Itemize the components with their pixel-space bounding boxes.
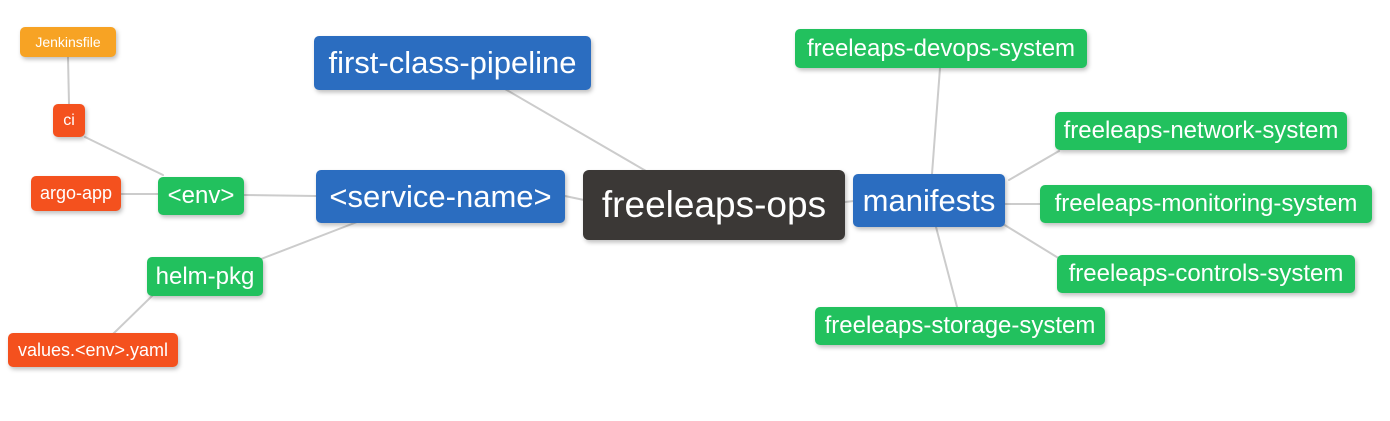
edge-helm-pkg-values	[112, 294, 154, 335]
edge-jenkinsfile-ci	[67, 56, 70, 105]
edge-manifests-devops	[931, 67, 941, 175]
node-ci[interactable]: ci	[53, 104, 85, 137]
node-jenkinsfile[interactable]: Jenkinsfile	[20, 27, 116, 57]
edge-manifests-controls	[1002, 223, 1061, 260]
edge-service-name-helm-pkg	[260, 221, 358, 260]
node-service-name[interactable]: <service-name>	[316, 170, 565, 223]
node-freeleaps-ops-root[interactable]: freeleaps-ops	[583, 170, 845, 240]
edge-freeleaps-ops-manifests	[844, 200, 855, 203]
edge-service-name-freeleaps-ops	[564, 195, 585, 201]
edge-manifests-storage	[935, 226, 958, 308]
node-freeleaps-network-system[interactable]: freeleaps-network-system	[1055, 112, 1347, 150]
node-freeleaps-storage-system[interactable]: freeleaps-storage-system	[815, 307, 1105, 345]
node-freeleaps-controls-system[interactable]: freeleaps-controls-system	[1057, 255, 1355, 293]
node-helm-pkg[interactable]: helm-pkg	[147, 257, 263, 296]
node-freeleaps-devops-system[interactable]: freeleaps-devops-system	[795, 29, 1087, 68]
node-freeleaps-monitoring-system[interactable]: freeleaps-monitoring-system	[1040, 185, 1372, 223]
node-argo-app[interactable]: argo-app	[31, 176, 121, 211]
node-first-class-pipeline[interactable]: first-class-pipeline	[314, 36, 591, 90]
node-values-env-yaml[interactable]: values.<env>.yaml	[8, 333, 178, 367]
edge-env-service-name	[242, 194, 317, 197]
edge-pipeline-freeleaps-ops	[504, 88, 647, 172]
edge-ci-env	[84, 136, 164, 176]
edge-manifests-network	[1008, 150, 1060, 181]
node-env[interactable]: <env>	[158, 177, 244, 215]
node-manifests[interactable]: manifests	[853, 174, 1005, 227]
